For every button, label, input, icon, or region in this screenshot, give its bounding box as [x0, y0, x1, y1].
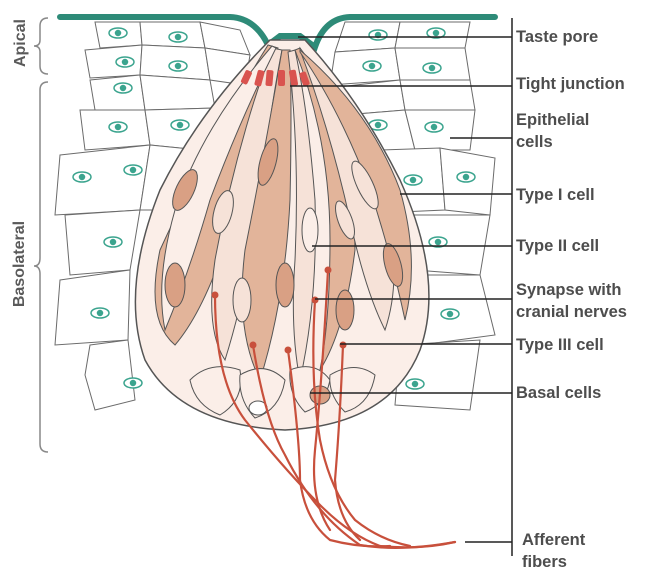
region-basolateral-label: Basolateral — [11, 212, 29, 316]
label-type1-cell: Type I cell — [516, 184, 595, 206]
label-type3-cell: Type III cell — [516, 334, 604, 356]
label-afferent-fibers: Afferent fibers — [522, 529, 585, 573]
region-braces — [34, 18, 48, 452]
label-synapse: Synapse with cranial nerves — [516, 279, 627, 323]
label-taste-pore: Taste pore — [516, 26, 598, 48]
label-basal-cells: Basal cells — [516, 382, 601, 404]
label-epithelial-cells: Epithelial cells — [516, 109, 589, 153]
region-apical-label: Apical — [12, 15, 30, 71]
label-type2-cell: Type II cell — [516, 235, 599, 257]
label-tight-junction: Tight junction — [516, 73, 625, 95]
